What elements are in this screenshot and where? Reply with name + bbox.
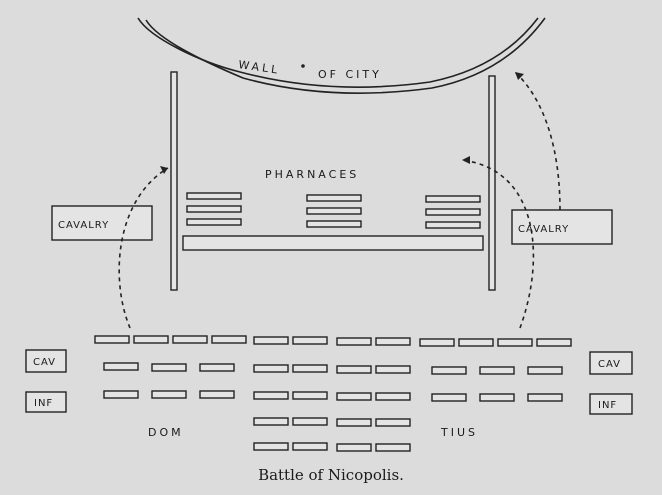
inf-right-box	[589, 393, 633, 415]
cavalry-left-label: CAVALRY	[58, 220, 109, 231]
cav-left-box	[25, 349, 67, 373]
pharnaces-label: PHARNACES	[265, 168, 359, 181]
wall-label: WALL	[238, 58, 281, 77]
inf-left-label: INF	[34, 398, 53, 409]
diagram-caption: Battle of Nicopolis.	[258, 466, 404, 484]
arrow-left	[118, 167, 169, 329]
domitius-row-1	[94, 335, 572, 347]
arrow-right-inner	[461, 159, 535, 329]
pharnaces-left-block	[186, 192, 242, 226]
pharnaces-front-line	[182, 235, 484, 251]
domitius-row-4	[253, 417, 411, 427]
dom-label: DOM	[148, 426, 184, 439]
tius-label: TIUS	[440, 426, 478, 439]
inf-right-label: INF	[598, 400, 617, 411]
cavalry-right-box	[511, 209, 613, 245]
domitius-row-5	[253, 442, 411, 452]
inf-left-box	[25, 391, 67, 413]
cav-right-label: CAV	[598, 359, 621, 370]
cav-right-box	[589, 351, 633, 375]
cavalry-right-label: CAVALRY	[518, 224, 569, 235]
cavalry-left-box	[51, 205, 153, 241]
pharnaces-right-block	[425, 195, 481, 229]
city-wall-outer	[137, 17, 539, 88]
city-wall-inner	[145, 17, 546, 94]
cav-left-label: CAV	[33, 357, 56, 368]
left-trench	[170, 71, 178, 291]
wall-dot	[301, 64, 305, 68]
arrow-right-outer	[514, 71, 561, 211]
pharnaces-center-block	[306, 194, 362, 228]
movement-arrows	[118, 71, 561, 329]
of-city-label: OF CITY	[318, 68, 382, 81]
domitius-row-3	[103, 390, 563, 402]
right-trench	[488, 75, 496, 291]
domitius-row-2	[103, 362, 563, 375]
